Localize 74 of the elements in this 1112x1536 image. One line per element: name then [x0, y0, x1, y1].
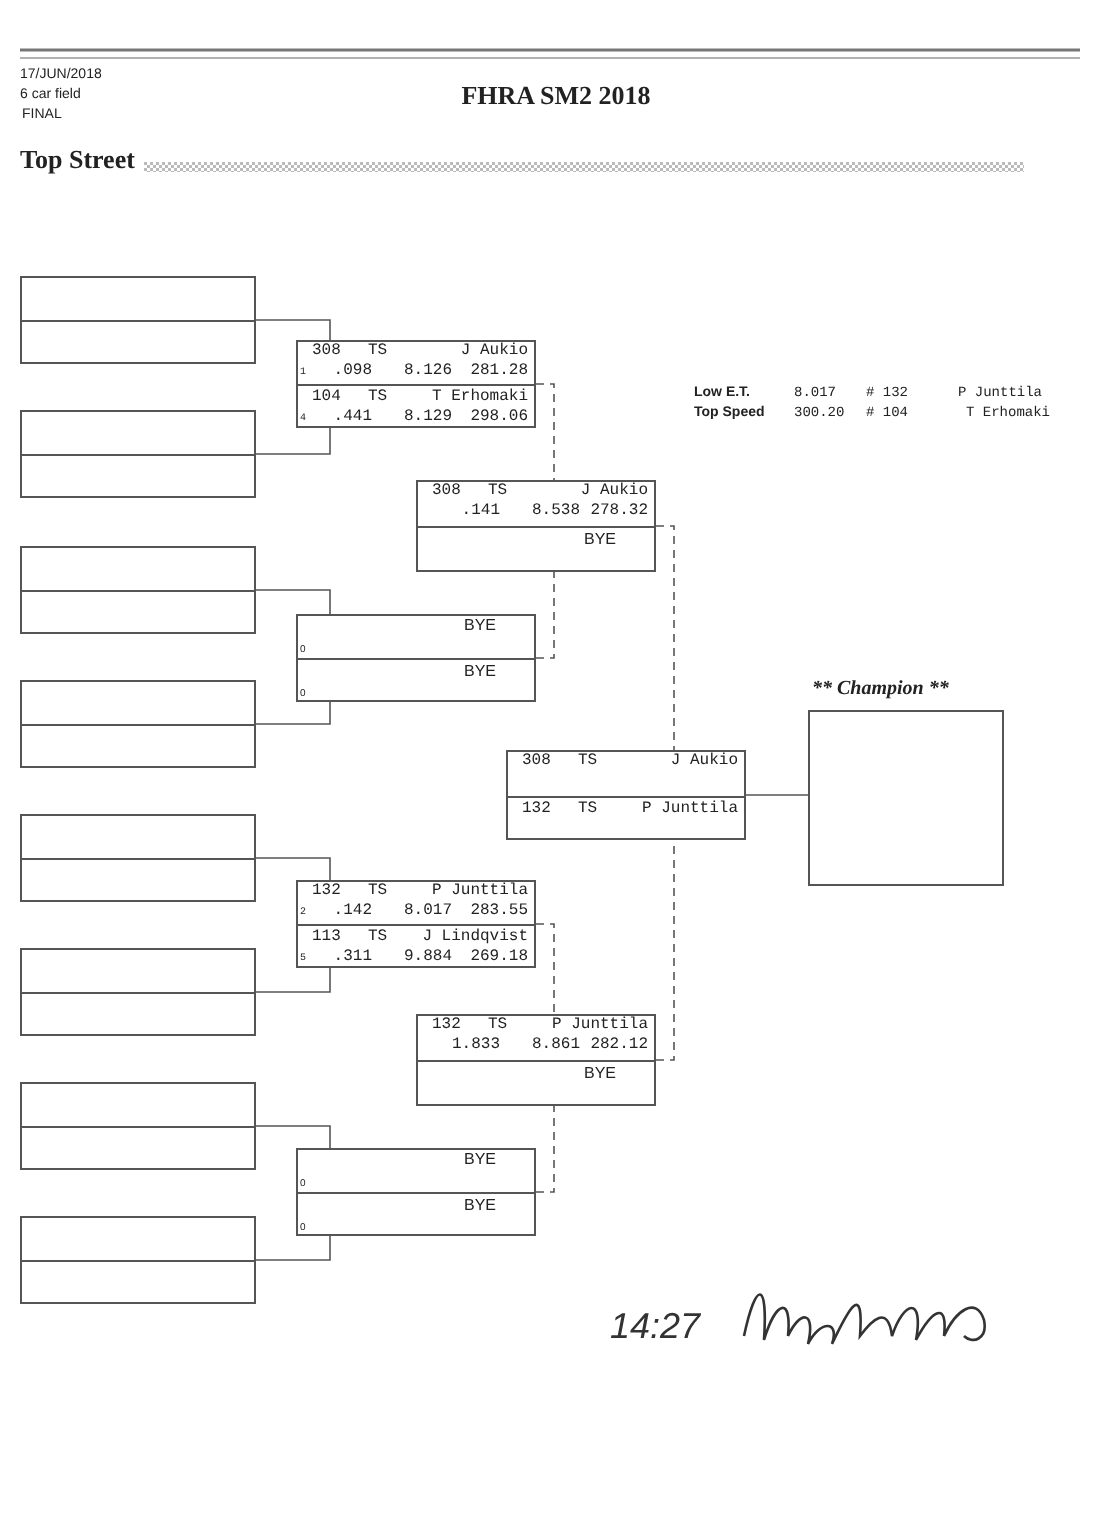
- bye-text: BYE: [463, 616, 496, 636]
- driver-name: J Aukio: [458, 342, 528, 362]
- bracket-line: [655, 525, 675, 751]
- bracket-line: [255, 857, 331, 881]
- car-number: 104: [312, 388, 343, 408]
- driver-name: T Erhomaki: [429, 388, 528, 408]
- trap-speed: 282.12: [588, 1036, 648, 1056]
- car-number: 308: [522, 752, 553, 772]
- class-code: TS: [368, 388, 390, 408]
- bracket-line: [255, 589, 331, 615]
- reaction-time: .141: [459, 502, 502, 522]
- reaction-time: .142: [331, 902, 374, 922]
- class-code: TS: [578, 752, 600, 772]
- elapsed-time: 8.861: [529, 1036, 582, 1056]
- elapsed-time: 9.884: [401, 948, 454, 968]
- trap-speed: 278.32: [588, 502, 648, 522]
- class-code: TS: [488, 1016, 510, 1036]
- box-heading: ** Champion **: [810, 676, 951, 704]
- driver-name: J Aukio: [668, 752, 738, 772]
- car-number: 308: [432, 482, 463, 502]
- car-number: 308: [312, 342, 343, 362]
- trap-speed: 298.06: [468, 408, 528, 428]
- driver-name: J Aukio: [578, 482, 648, 502]
- empty-entry-box: [20, 1216, 256, 1304]
- empty-entry-box: [20, 410, 256, 498]
- empty-entry-box: [20, 814, 256, 902]
- bracket-line: [535, 383, 555, 481]
- handwritten-time: 14:27: [610, 1304, 701, 1350]
- driver-name: P Junttila: [429, 882, 528, 902]
- bye-text: BYE: [463, 1150, 496, 1170]
- class-code: TS: [368, 342, 390, 362]
- reaction-time: .098: [331, 362, 374, 382]
- trap-speed: 269.18: [468, 948, 528, 968]
- car-number: 132: [432, 1016, 463, 1036]
- class-code: TS: [368, 882, 390, 902]
- driver-name: P Junttila: [639, 799, 738, 819]
- reaction-time: 1.833: [449, 1036, 502, 1056]
- bye-text: BYE: [583, 530, 616, 550]
- bracket-line: [255, 1235, 331, 1261]
- elapsed-time: 8.129: [401, 408, 454, 428]
- elapsed-time: 8.017: [401, 902, 454, 922]
- bracket-line: [745, 794, 809, 796]
- class-heading: Top Street: [20, 144, 135, 176]
- bracket-line: [255, 701, 331, 725]
- title: FHRA SM2 2018: [461, 78, 651, 114]
- car-number: 132: [312, 882, 343, 902]
- bracket-line: [255, 427, 331, 455]
- car-number: 132: [522, 799, 553, 819]
- bracket-line: [535, 571, 555, 659]
- reaction-time: .441: [331, 408, 374, 428]
- car-number: 113: [312, 928, 343, 948]
- class-code: TS: [368, 928, 390, 948]
- driver-name: P Junttila: [549, 1016, 648, 1036]
- trap-speed: 281.28: [468, 362, 528, 382]
- bye-text: BYE: [463, 1196, 496, 1216]
- elapsed-time: 8.126: [401, 362, 454, 382]
- reaction-time: .311: [331, 948, 374, 968]
- bye-text: BYE: [463, 662, 496, 682]
- empty-entry-box: [20, 546, 256, 634]
- bracket-line: [255, 1125, 331, 1149]
- driver-name: J Lindqvist: [420, 928, 528, 948]
- elapsed-time: 8.538: [529, 502, 582, 522]
- class-code: TS: [578, 799, 600, 819]
- empty-entry-box: [20, 276, 256, 364]
- trap-speed: 283.55: [468, 902, 528, 922]
- bracket-line: [535, 1105, 555, 1193]
- bracket-line: [535, 923, 555, 1015]
- bracket-line: [255, 967, 331, 993]
- empty-entry-box: [20, 680, 256, 768]
- class-code: TS: [488, 482, 510, 502]
- bracket-line: [255, 319, 331, 341]
- bye-text: BYE: [583, 1064, 616, 1084]
- empty-entry-box: [20, 948, 256, 1036]
- empty-entry-box: [20, 1082, 256, 1170]
